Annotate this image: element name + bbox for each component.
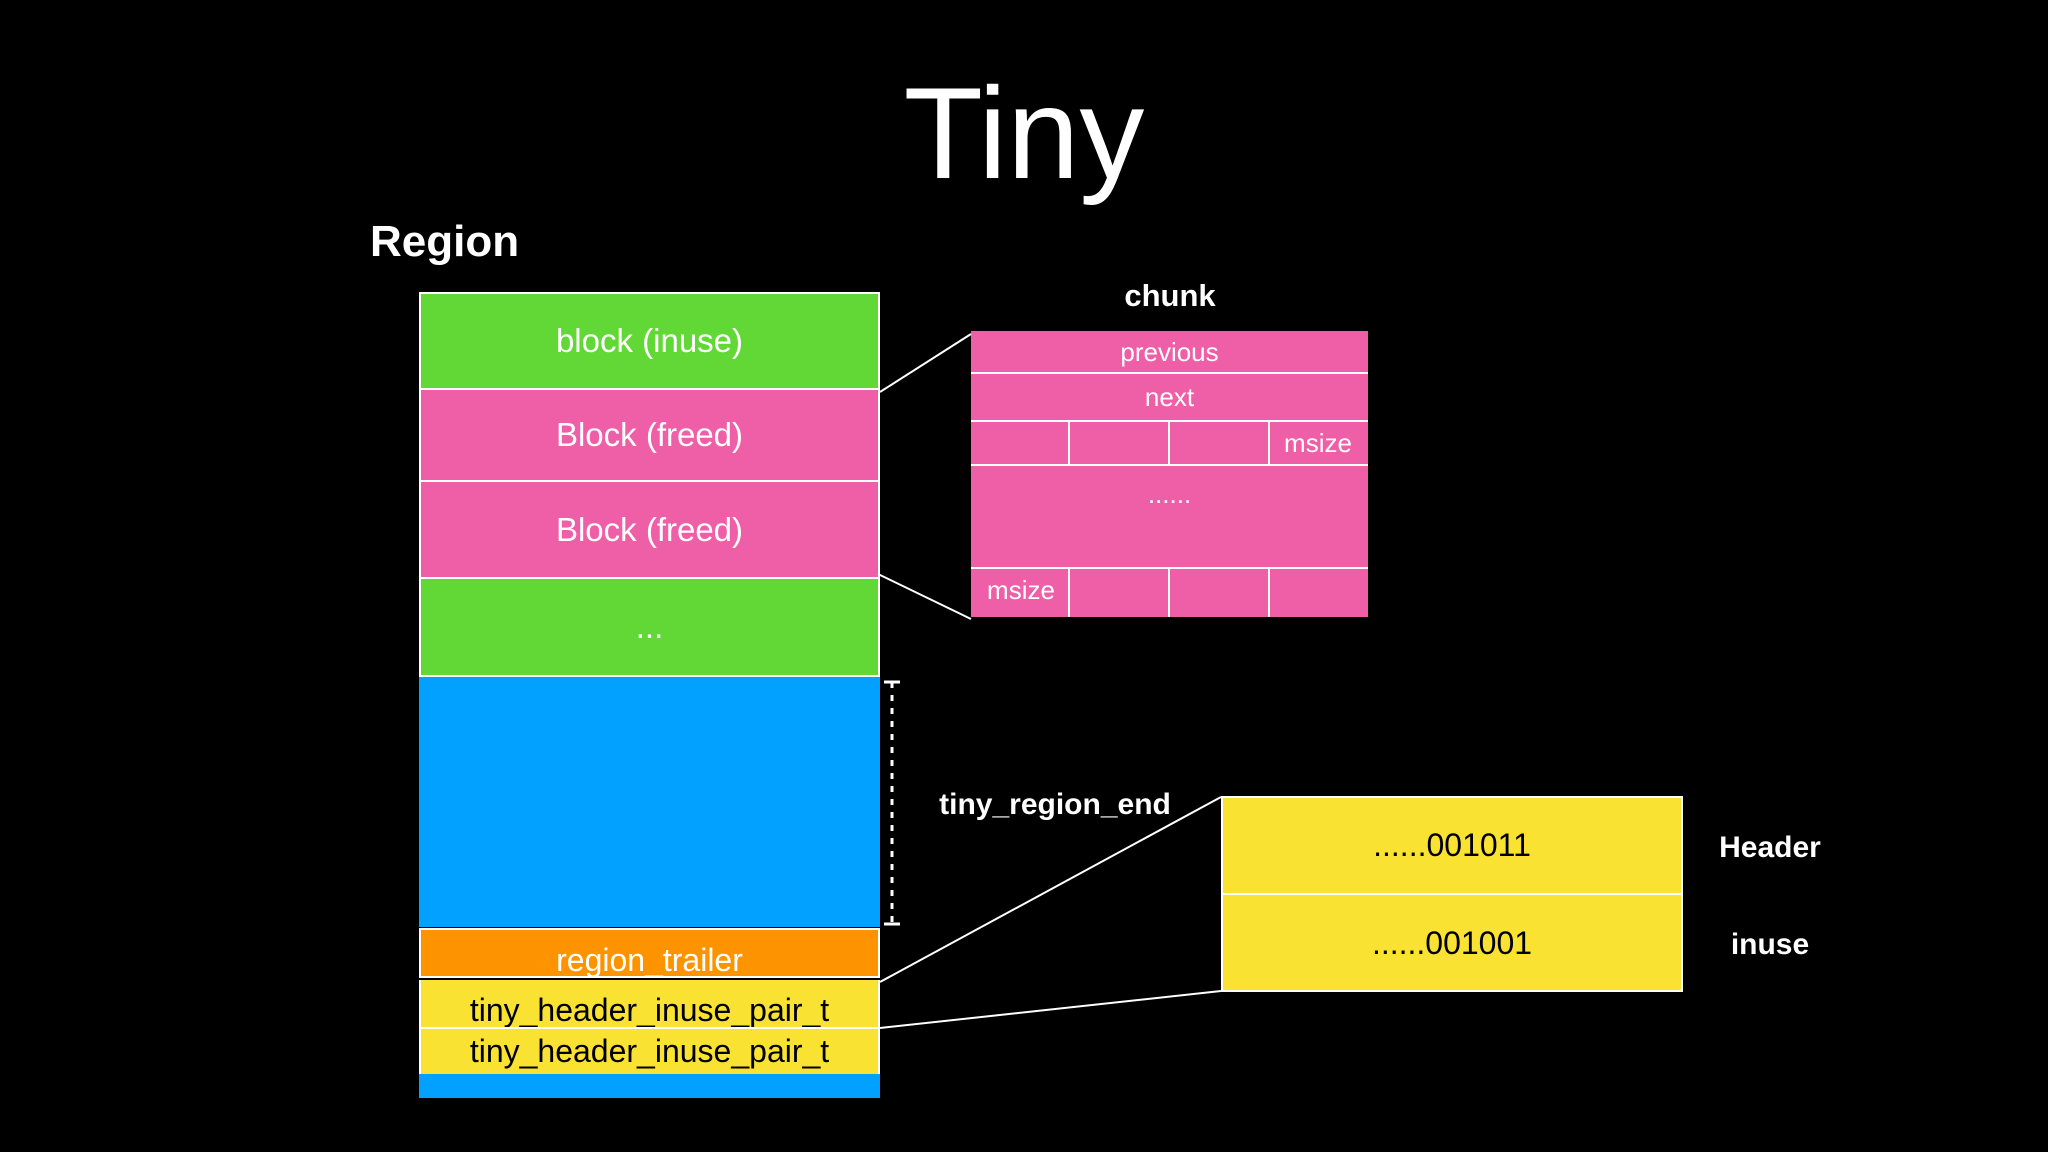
block-inuse-label: block (inuse) bbox=[555, 322, 744, 359]
region-label: Region bbox=[370, 217, 520, 266]
block-freed-2: Block (freed) bbox=[419, 482, 880, 579]
block-freed-1-label: Block (freed) bbox=[555, 416, 744, 453]
pair-inuse-value: ......001001 bbox=[1371, 924, 1533, 961]
pair-connector-top bbox=[879, 796, 1222, 983]
region-end-label: tiny_region_end bbox=[939, 788, 1171, 821]
header-inuse-pair-1-label: tiny_header_inuse_pair_t bbox=[469, 992, 830, 1028]
pair-header-label: Header bbox=[1719, 831, 1821, 864]
chunk-connector-top bbox=[879, 333, 972, 393]
chunk-msize-top: msize bbox=[1284, 427, 1352, 458]
pair-connector-bottom bbox=[879, 990, 1222, 1029]
pair-inuse-label: inuse bbox=[1730, 928, 1810, 961]
chunk-msize-bottom: msize bbox=[987, 574, 1055, 605]
chunk-connector-bottom bbox=[877, 573, 972, 620]
chunk-previous: previous bbox=[1120, 336, 1219, 367]
header-inuse-pair-1: tiny_header_inuse_pair_t bbox=[419, 980, 880, 1028]
region-free-space bbox=[419, 677, 880, 927]
slide-title: Tiny bbox=[903, 60, 1145, 206]
block-inuse: block (inuse) bbox=[419, 292, 880, 390]
header-inuse-pair-2-label: tiny_header_inuse_pair_t bbox=[469, 1033, 830, 1069]
block-freed-2-label: Block (freed) bbox=[555, 510, 744, 548]
pair-header-value: ......001011 bbox=[1373, 826, 1531, 863]
region-trailer-label: region_trailer bbox=[556, 941, 743, 978]
region-trailer: region_trailer bbox=[419, 928, 880, 978]
chunk-label: chunk bbox=[1124, 278, 1216, 313]
block-freed-1: Block (freed) bbox=[419, 390, 880, 482]
chunk-ellipsis: ...... bbox=[1147, 478, 1192, 509]
chunk-next: next bbox=[1144, 381, 1195, 412]
block-ellipsis: ... bbox=[419, 579, 880, 677]
header-inuse-pair-2: tiny_header_inuse_pair_t bbox=[419, 1027, 880, 1074]
block-ellipsis-label: ... bbox=[635, 608, 664, 645]
region-tail bbox=[419, 1074, 880, 1098]
